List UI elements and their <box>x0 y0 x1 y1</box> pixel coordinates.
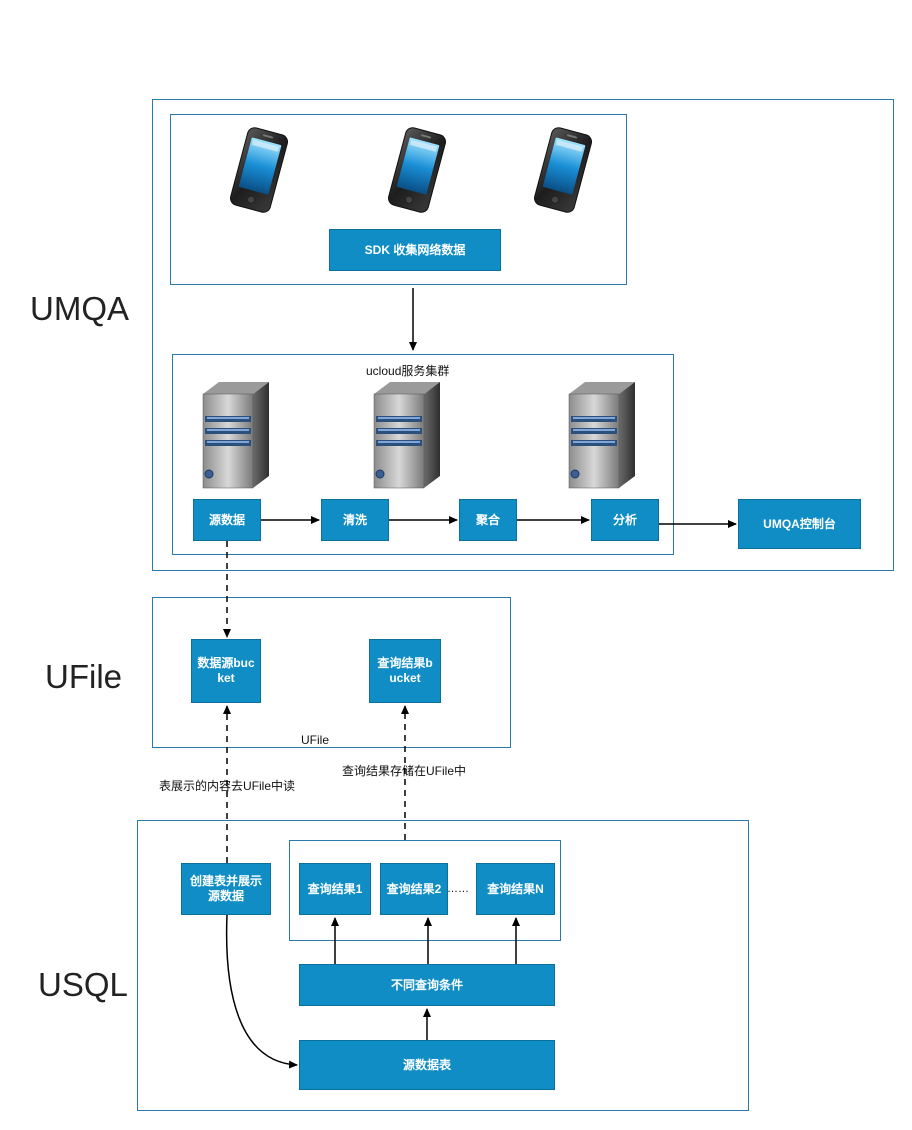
umqa-section-label: UMQA <box>30 290 129 327</box>
source-bucket-box: 数据源bucket <box>191 639 261 703</box>
query-results-frame <box>289 840 561 941</box>
ucloud-cluster-frame <box>172 354 674 555</box>
umqa-console-box: UMQA控制台 <box>738 499 861 549</box>
step-source-data: 源数据 <box>193 499 261 541</box>
umqa-frame <box>152 99 894 571</box>
result-bucket-box: 查询结果bucket <box>369 639 441 703</box>
query-result-1-box: 查询结果1 <box>299 863 371 915</box>
ufile-frame <box>152 597 511 748</box>
usql-section-label: USQL <box>38 966 128 1003</box>
results-ellipsis: …… <box>447 883 469 895</box>
store-in-ufile-note: 查询结果存储在UFile中 <box>342 764 467 778</box>
query-result-2-box: 查询结果2 <box>380 863 448 915</box>
step-aggregate: 聚合 <box>459 499 517 541</box>
query-conditions-box: 不同查询条件 <box>299 964 555 1006</box>
usql-frame <box>137 820 749 1111</box>
cluster-title: ucloud服务集群 <box>366 364 450 378</box>
create-table-box: 创建表并展示源数据 <box>181 863 271 915</box>
source-table-box: 源数据表 <box>299 1040 555 1090</box>
step-analyze: 分析 <box>591 499 659 541</box>
ufile-section-label: UFile <box>45 658 123 695</box>
step-clean: 清洗 <box>321 499 389 541</box>
sdk-devices-frame <box>170 114 627 285</box>
arrow-create-to-source-table <box>225 914 298 1069</box>
sdk-collect-box: SDK 收集网络数据 <box>329 229 501 271</box>
query-result-n-box: 查询结果N <box>476 863 555 915</box>
ufile-container-label: UFile <box>301 733 330 747</box>
